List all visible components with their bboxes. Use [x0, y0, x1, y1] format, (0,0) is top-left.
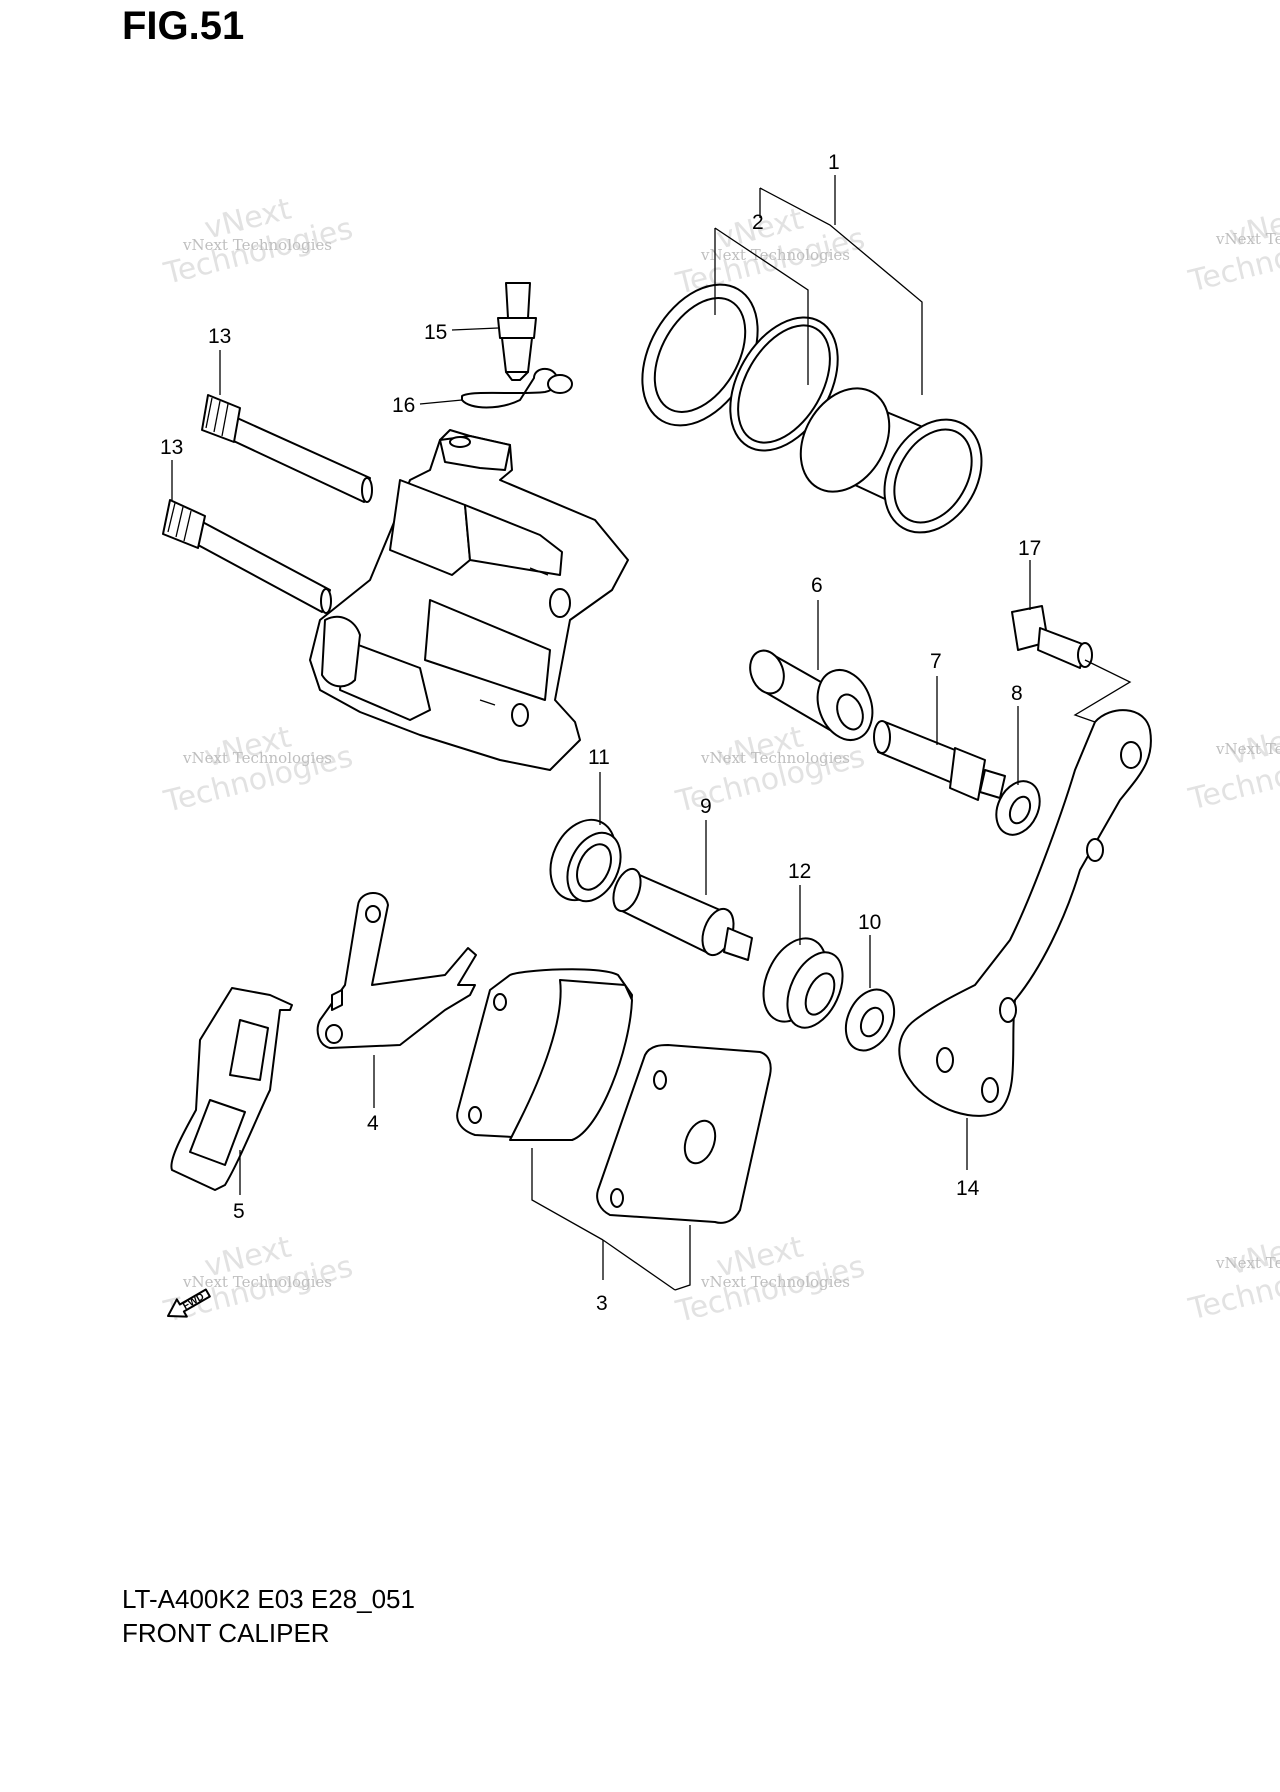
callout-3: 3 [596, 1292, 608, 1315]
piston-back [799, 387, 891, 493]
callout-11: 11 [588, 746, 610, 769]
pad-spring-4 [316, 892, 477, 1049]
callout-4: 4 [367, 1112, 379, 1135]
boot-11 [549, 818, 622, 903]
piston-seal-group [641, 283, 983, 534]
slide-pin-upper [201, 394, 373, 503]
watermark-text: vNext Technologies [182, 236, 332, 254]
watermark-text: vNext Technologies [1215, 740, 1280, 758]
figure-title: FIG.51 [122, 4, 245, 48]
model-code: LT-A400K2 E03 E28_051 [122, 1584, 415, 1614]
callout-15: 15 [424, 321, 447, 344]
piston-cup [893, 428, 973, 524]
callout-5: 5 [233, 1200, 245, 1223]
callout-2: 2 [752, 211, 764, 234]
bracket-bolt [1011, 605, 1093, 669]
callout-13-lower: 13 [160, 436, 183, 459]
callout-17: 17 [1018, 537, 1041, 560]
callout-labels: 1 2 3 4 5 6 7 8 9 10 11 12 13 13 14 15 1… [160, 151, 1041, 1315]
callout-6: 6 [811, 574, 823, 597]
callout-7: 7 [930, 650, 942, 673]
leader-lines [171, 175, 1132, 1291]
hose-clamp [461, 367, 573, 409]
watermark-text: vNext Technologies [1215, 1254, 1280, 1272]
dust-seal-inner [653, 297, 747, 413]
bleeder-valve [497, 282, 537, 381]
watermark-text: vNext Technologies [700, 1273, 850, 1291]
callout-12: 12 [788, 860, 811, 883]
brake-pad-inner [456, 968, 633, 1141]
washer-10 [844, 988, 896, 1052]
callout-10: 10 [858, 911, 881, 934]
caliper-boss-upper [389, 479, 471, 576]
slide-pin-9 [612, 867, 753, 961]
piston-seal-inner [737, 324, 831, 444]
callout-14: 14 [956, 1177, 980, 1200]
pin-thread [162, 499, 206, 549]
callout-9: 9 [700, 795, 712, 818]
pad-spring-5 [170, 987, 293, 1191]
watermark-text: vNext Technologies [700, 246, 850, 264]
caliper-hole [549, 588, 571, 618]
watermark-text: vNext Technologies [182, 1273, 332, 1291]
pin-thread [201, 394, 241, 443]
caliper-hole [511, 703, 529, 727]
watermark-text: vNext Technologies [182, 749, 332, 767]
caliper-bracket [898, 709, 1152, 1117]
callout-8: 8 [1011, 682, 1023, 705]
watermark-text: vNext Technologies [700, 749, 850, 767]
watermark-text: vNext Technologies [1215, 230, 1280, 248]
slide-pin-lower [162, 499, 332, 614]
figure-name: FRONT CALIPER [122, 1618, 330, 1648]
callout-16: 16 [392, 394, 415, 417]
boot-12 [762, 937, 844, 1029]
brake-pad-outer [596, 1044, 772, 1224]
caliper-body [309, 429, 629, 771]
callout-1: 1 [828, 151, 840, 174]
washer-8 [995, 780, 1041, 836]
callout-13-upper: 13 [208, 325, 231, 348]
caliper-bolt [873, 720, 1006, 801]
sleeve [749, 649, 874, 741]
